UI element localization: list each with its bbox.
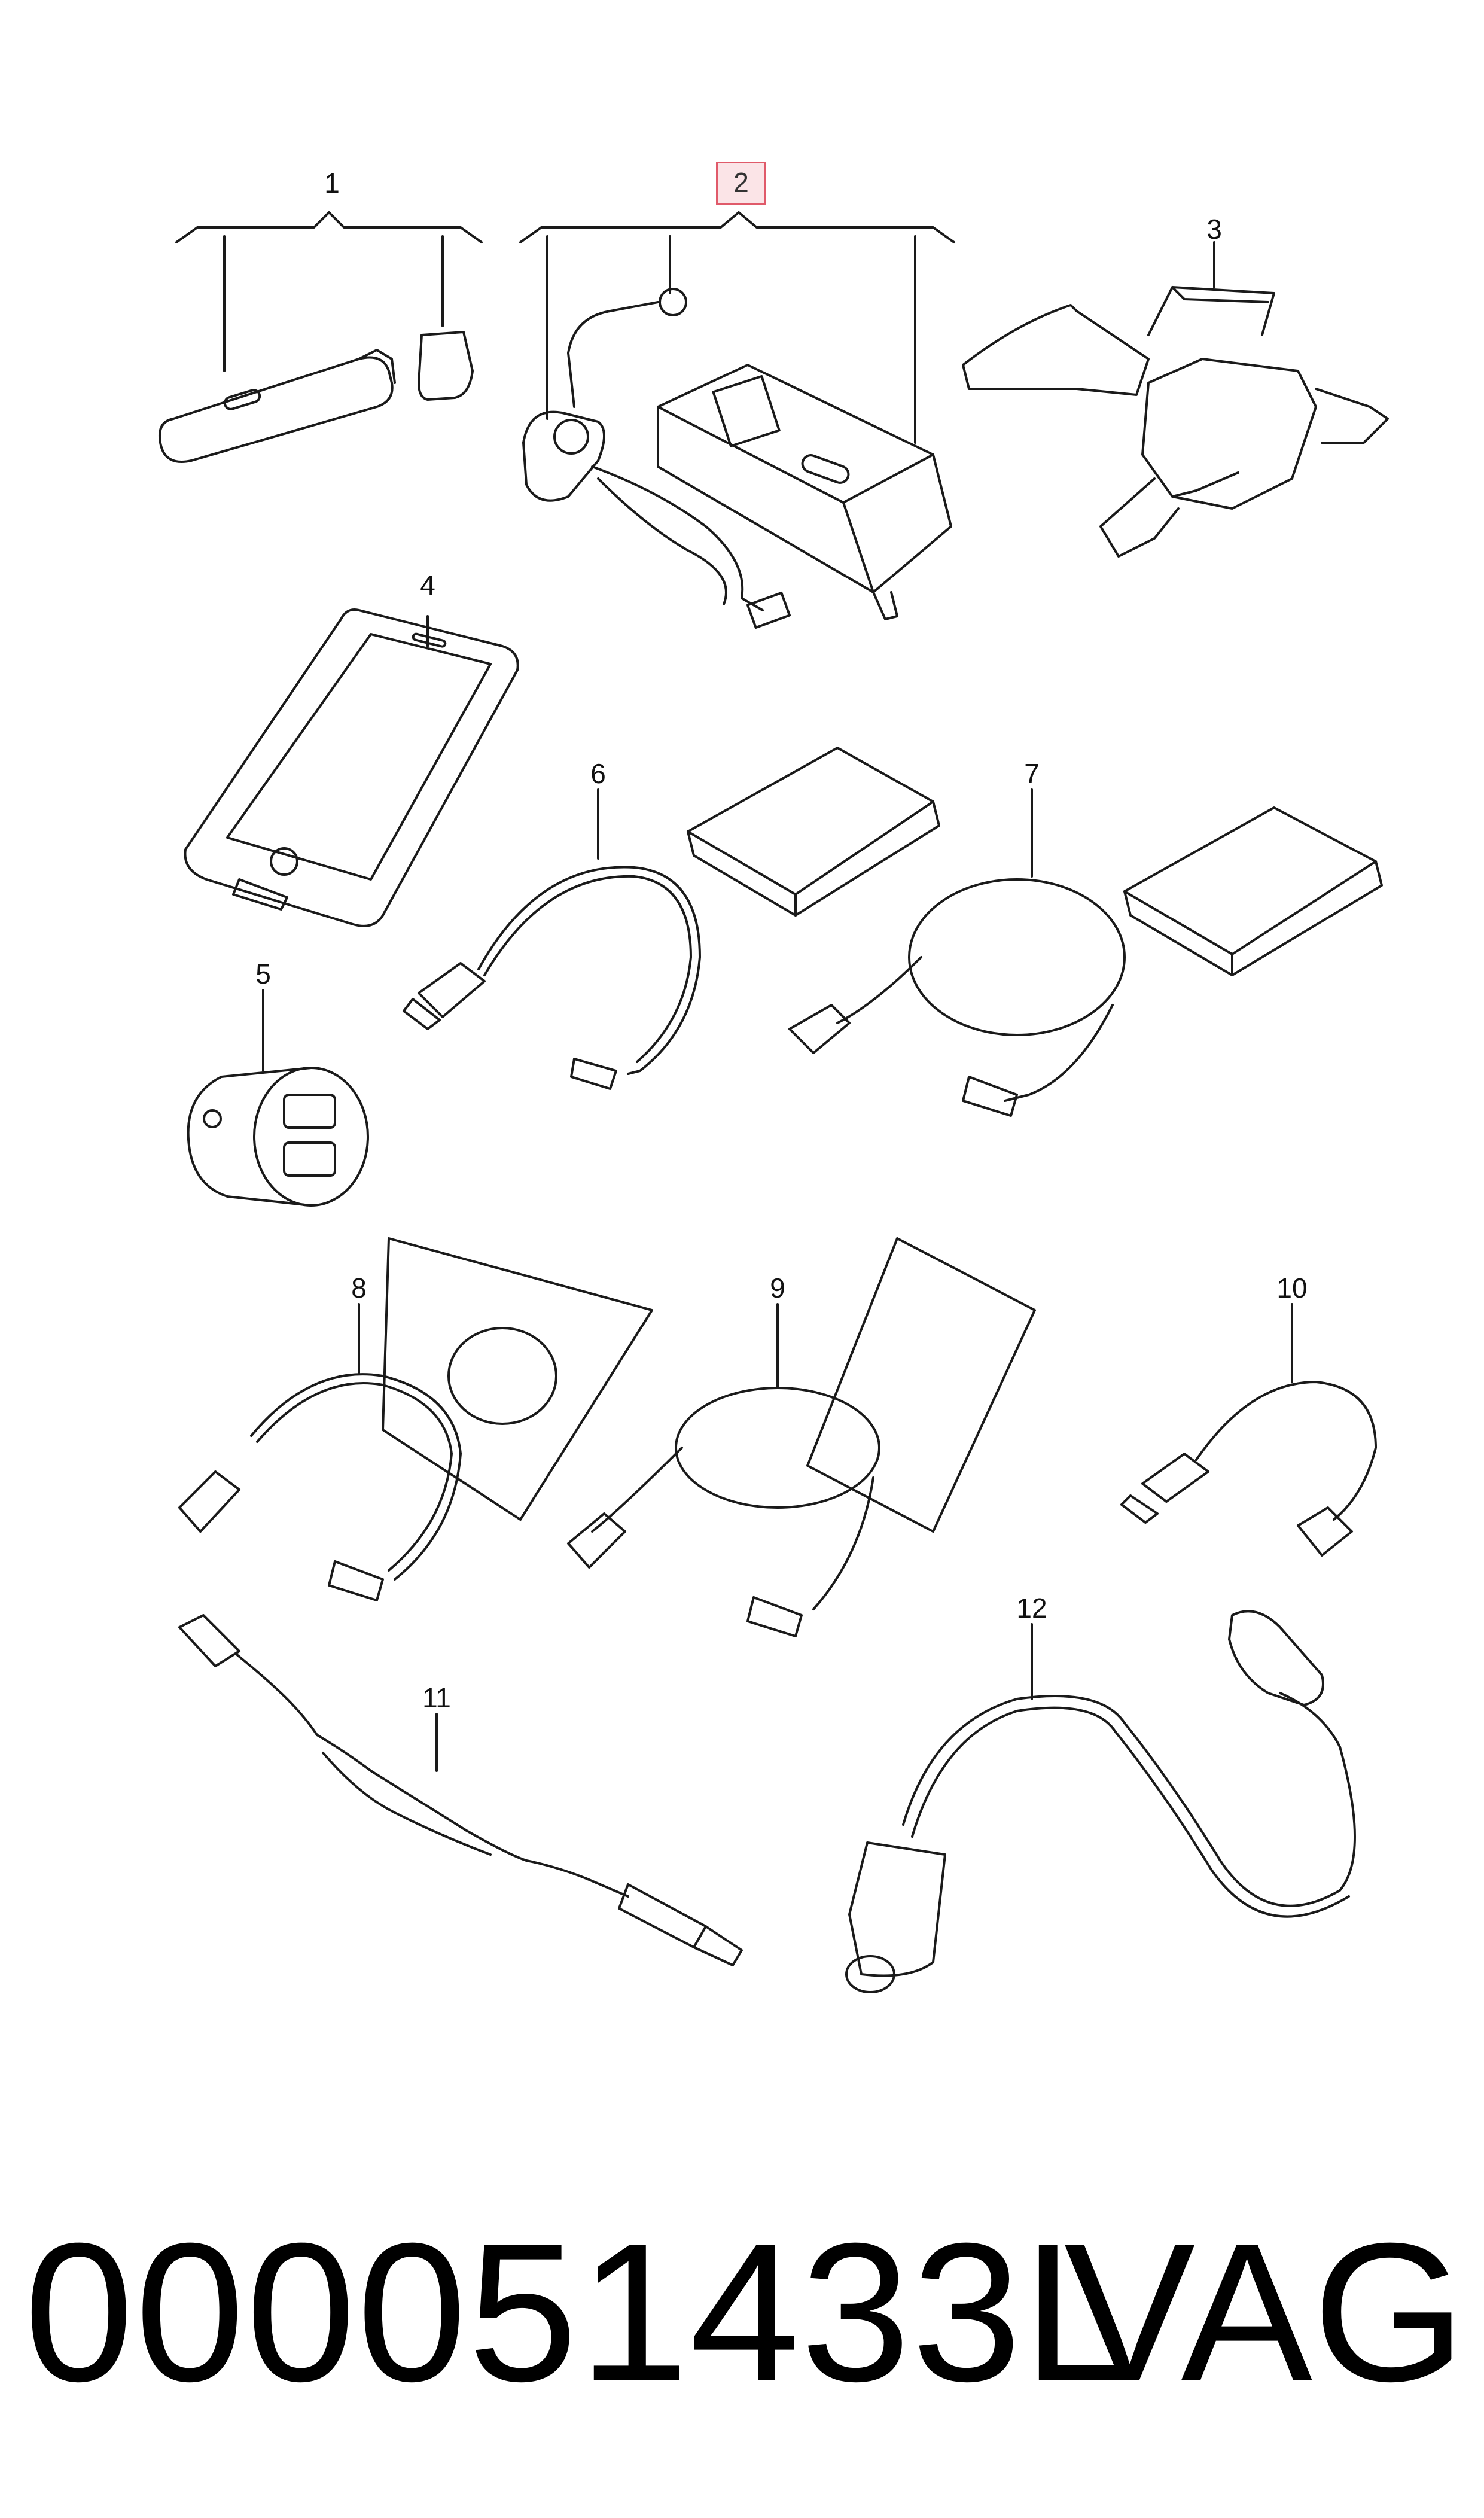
- part-11-coiled-cable: [179, 1615, 742, 1965]
- part-3-phone-holder: [963, 242, 1388, 556]
- callout-11: 11: [422, 1682, 451, 1713]
- part-2-handsfree-kit: [520, 212, 954, 628]
- part-8-usb-cable: [179, 1238, 652, 1600]
- part-1-usb-stick: [160, 212, 482, 462]
- callout-5: 5: [255, 958, 271, 989]
- callout-8: 8: [351, 1272, 367, 1304]
- brand-label: VAG: [1064, 2202, 1466, 2422]
- part-10-usb-extension: [1122, 1304, 1376, 1555]
- callout-9: 9: [770, 1272, 785, 1304]
- part-9-usb-cable: [568, 1238, 1035, 1636]
- callout-10: 10: [1276, 1272, 1308, 1304]
- part-number: 000051433L: [24, 2202, 1134, 2422]
- callout-1: 1: [324, 168, 340, 199]
- callout-6: 6: [590, 758, 606, 789]
- part-5-usb-charger: [188, 990, 368, 1205]
- part-7-usb-cable: [790, 790, 1382, 1116]
- callout-3: 3: [1206, 214, 1222, 245]
- callout-4: 4: [420, 570, 435, 601]
- callout-2: 2: [716, 162, 766, 205]
- callout-12: 12: [1016, 1593, 1047, 1624]
- part-12-socket-cable: [846, 1611, 1355, 1992]
- callout-7: 7: [1024, 758, 1040, 789]
- part-6-usb-cable: [404, 748, 939, 1089]
- part-4-phone-case: [185, 610, 517, 926]
